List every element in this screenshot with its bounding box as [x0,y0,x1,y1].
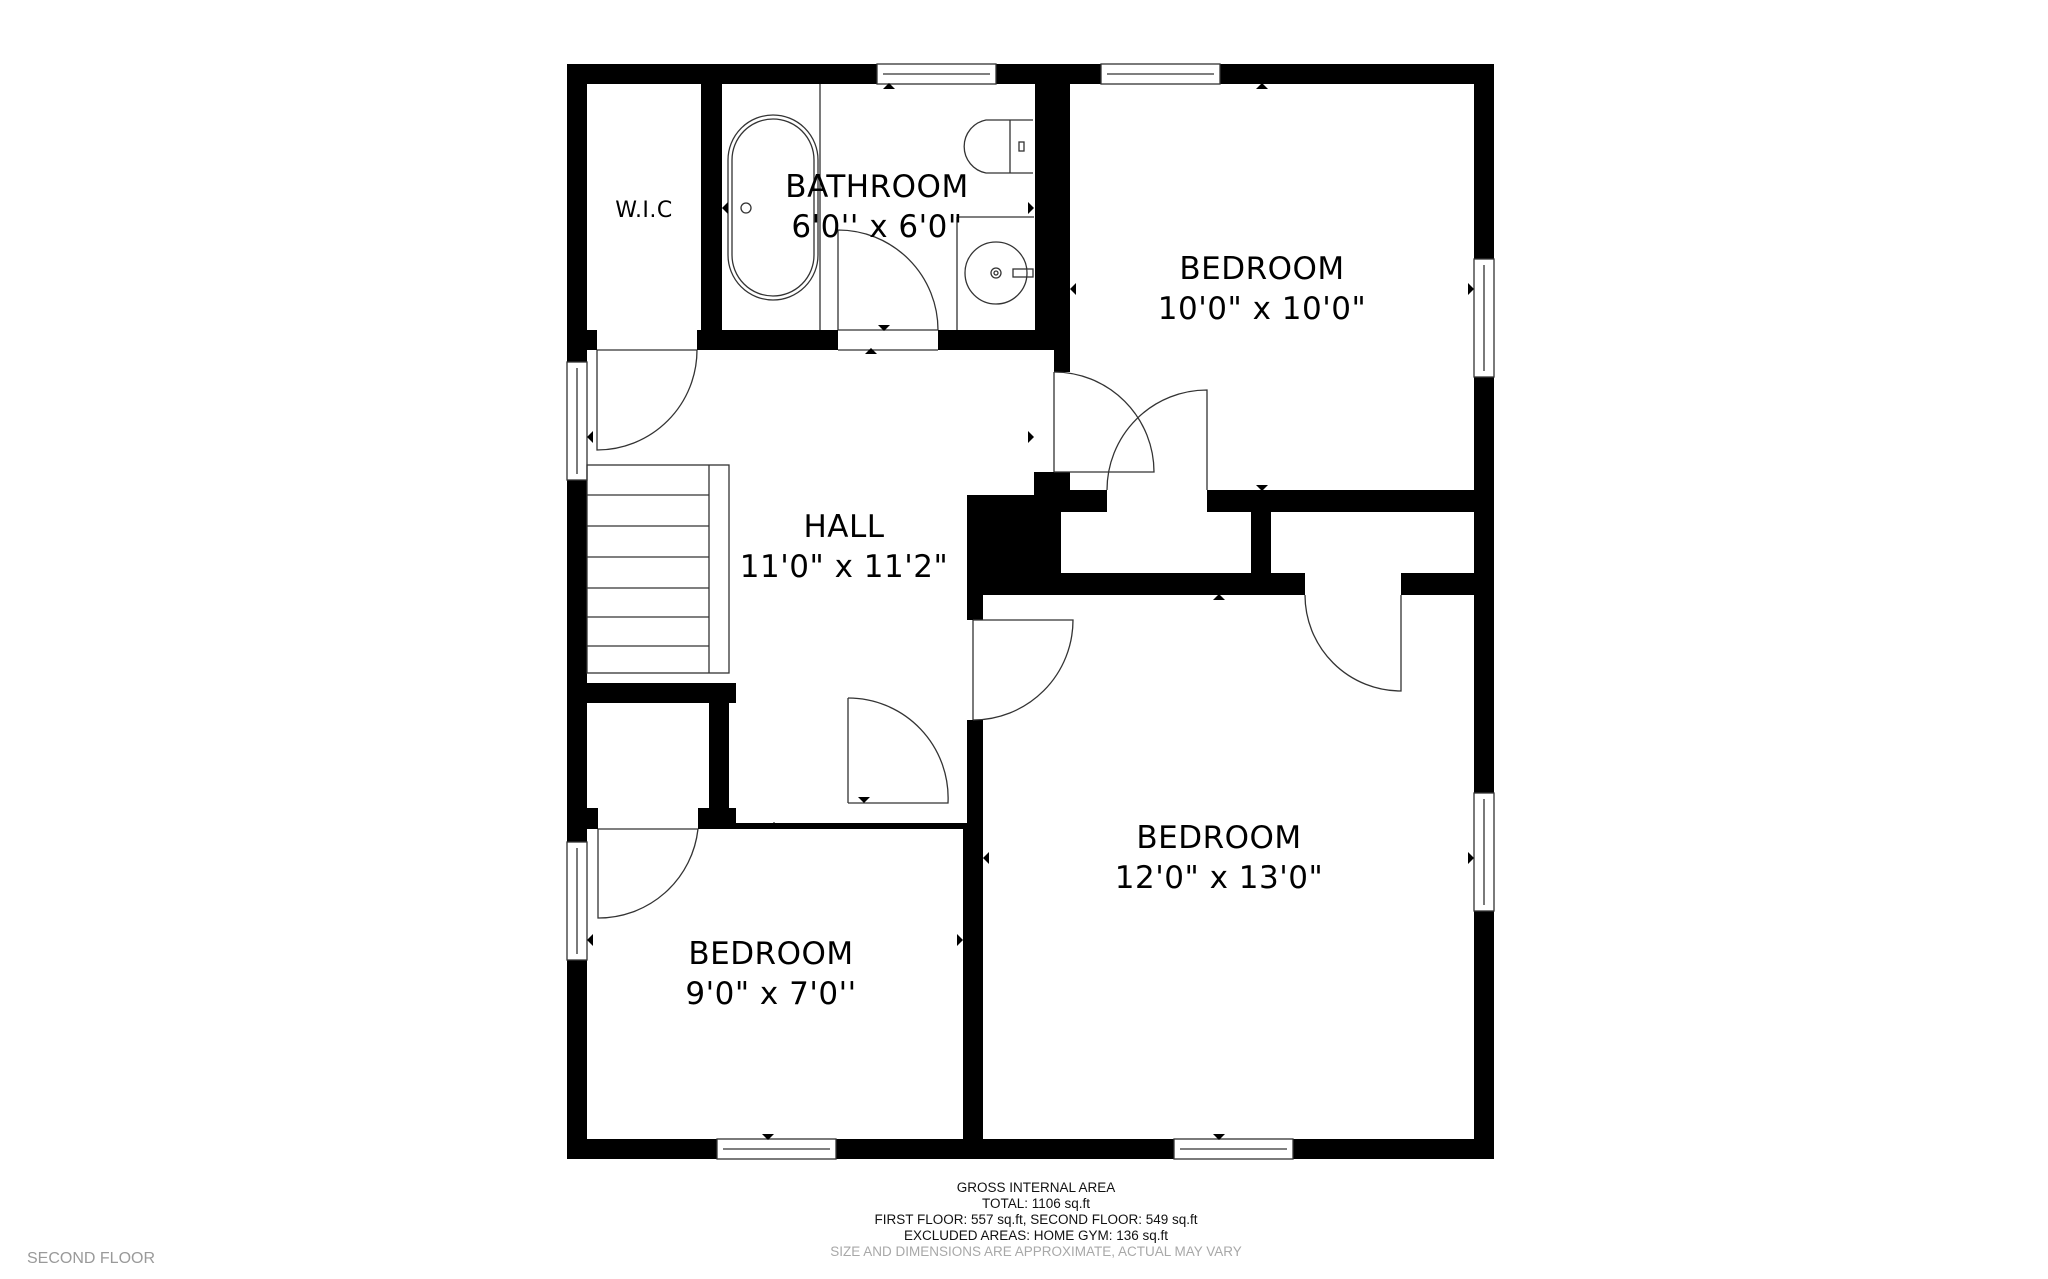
room-label-bedroom-sw: BEDROOM 9'0" x 7'0'' [685,934,856,1014]
room-label-bedroom-ne: BEDROOM 10'0" x 10'0" [1158,249,1366,329]
room-dimensions: 6'0'' x 6'0" [791,209,963,245]
room-label-bedroom-se: BEDROOM 12'0" x 13'0" [1115,818,1323,898]
area-floors: FIRST FLOOR: 557 sq.ft, SECOND FLOOR: 54… [874,1212,1198,1227]
room-dimensions: 10'0" x 10'0" [1157,291,1367,327]
room-hall [587,350,1034,495]
area-disclaimer: SIZE AND DIMENSIONS ARE APPROXIMATE, ACT… [830,1244,1242,1259]
room-name: W.I.C [615,198,673,223]
room-name: BEDROOM [1179,251,1345,287]
room-name: BEDROOM [688,936,854,972]
windows [566,63,1495,1160]
area-total: TOTAL: 1106 sq.ft [981,1196,1091,1211]
room-bathroom [722,84,1035,330]
room-label-bathroom: BATHROOM 6'0'' x 6'0" [785,167,968,247]
closet-upper-mid [1061,512,1251,573]
room-dimensions: 12'0" x 13'0" [1114,860,1324,896]
room-label-wic: W.I.C [615,191,673,231]
area-excluded: EXCLUDED AREAS: HOME GYM: 136 sq.ft [903,1228,1169,1243]
room-dimensions: 9'0" x 7'0'' [685,976,857,1012]
room-name: BEDROOM [1136,820,1302,856]
room-bedroom-sw [587,829,963,1139]
closet-left [587,703,709,808]
room-label-hall: HALL 11'0" x 11'2" [740,507,948,587]
staircase [586,464,730,674]
room-bedroom-ne [1070,84,1474,490]
room-dimensions: 11'0" x 11'2" [739,549,949,585]
room-name: HALL [803,509,885,545]
dimension-markers [587,83,1474,1140]
room-wic [587,84,701,330]
area-summary: GROSS INTERNAL AREA TOTAL: 1106 sq.ft FI… [830,1180,1242,1260]
sink-icon [964,241,1028,305]
toilet-icon [963,119,1033,174]
room-floors [587,84,1474,1139]
area-title: GROSS INTERNAL AREA [956,1180,1116,1195]
closet-upper-right [1271,512,1474,573]
doors [596,229,1402,919]
room-name: BATHROOM [785,169,969,205]
floor-name: SECOND FLOOR [27,1250,156,1267]
closet-mid [729,703,831,808]
room-bedroom-se [983,595,1474,1139]
